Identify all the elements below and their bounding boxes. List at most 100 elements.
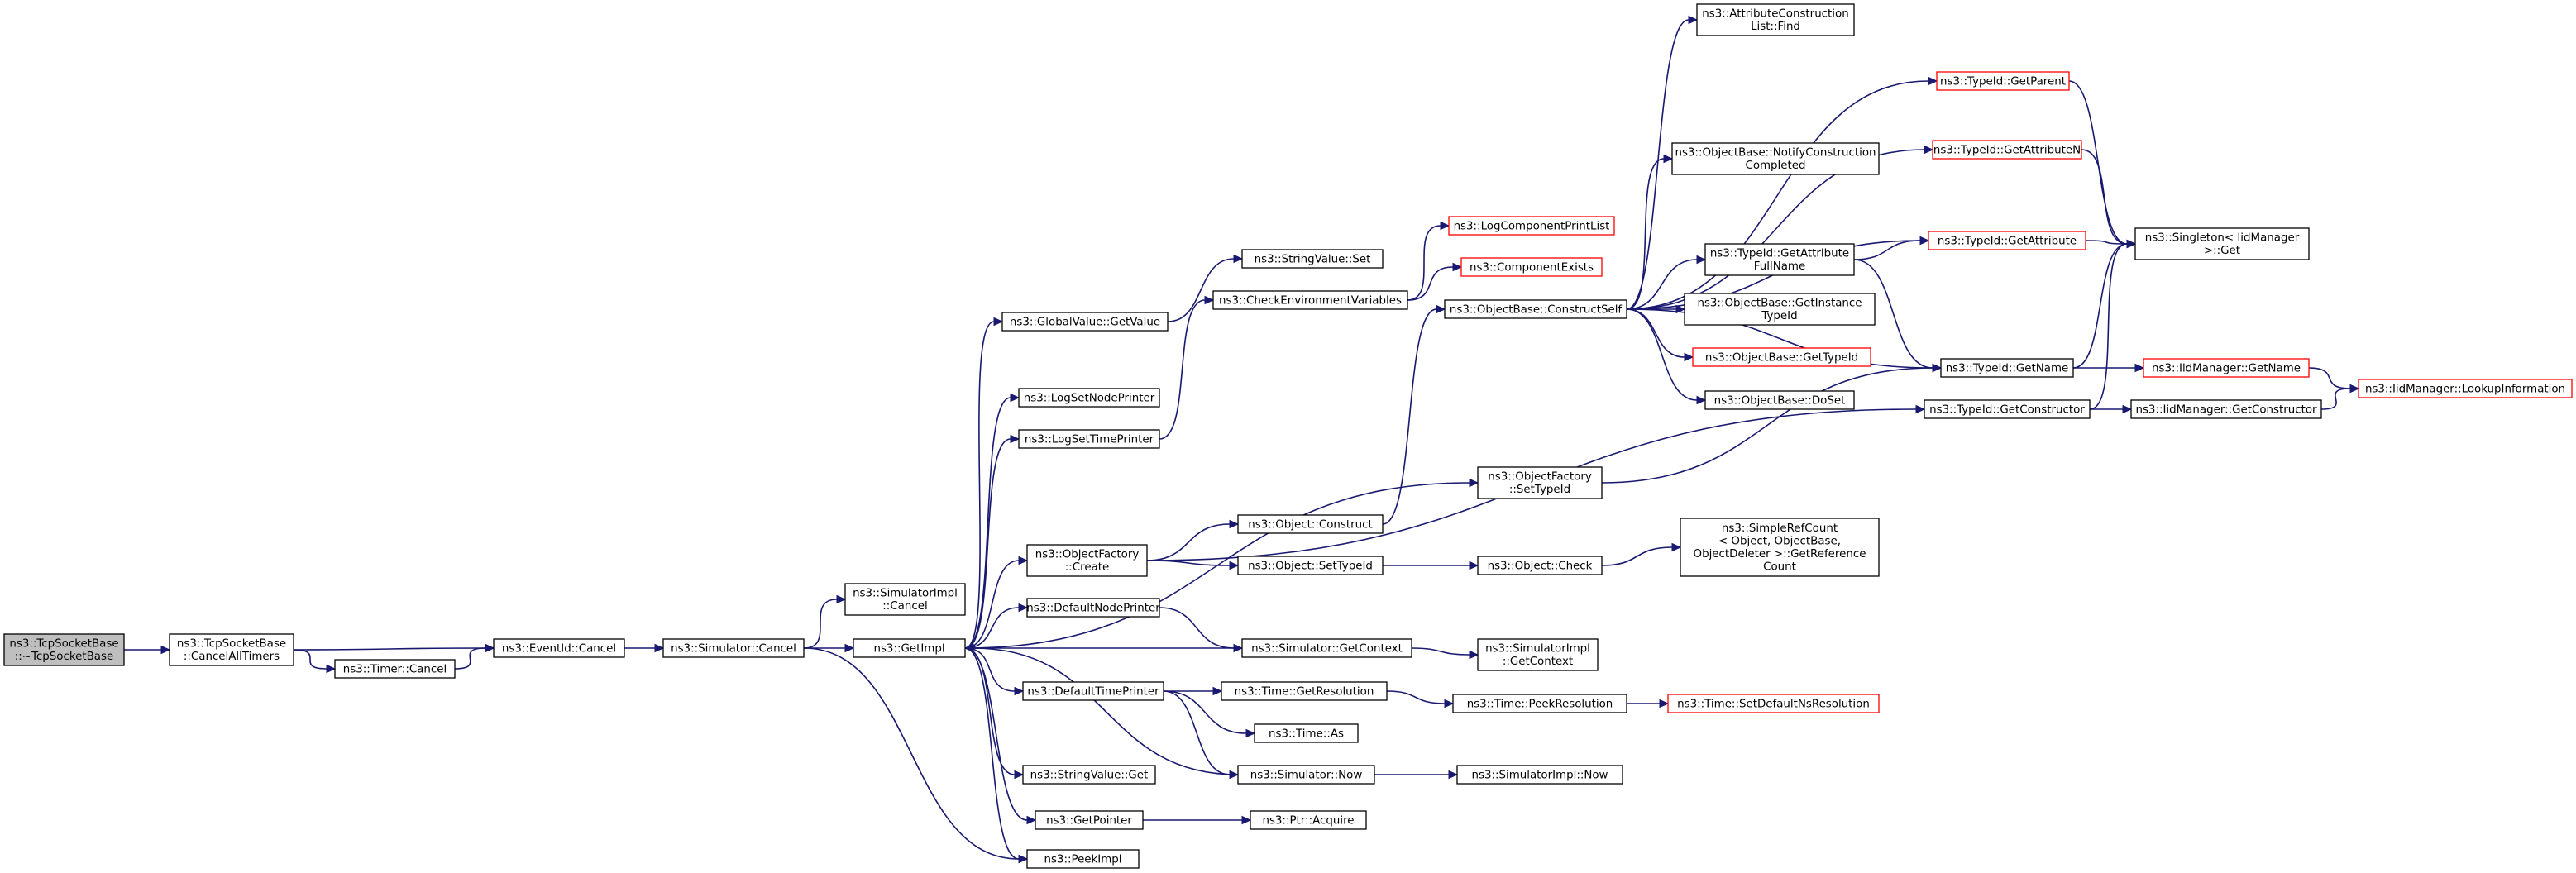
node-tid-getname[interactable]: ns3::TypeId::GetName: [1940, 358, 2074, 378]
node-box[interactable]: [1452, 694, 1627, 713]
node-ptr-acquire[interactable]: ns3::Ptr::Acquire: [1250, 810, 1367, 830]
node-box[interactable]: [1456, 765, 1623, 785]
node-box[interactable]: [1237, 556, 1384, 575]
node-sim-cancel[interactable]: ns3::Simulator::Cancel: [662, 638, 805, 658]
node-time-getres[interactable]: ns3::Time::GetResolution: [1221, 681, 1388, 701]
node-box[interactable]: [1684, 293, 1876, 326]
node-box[interactable]: [3, 633, 125, 666]
node-tid-getattr[interactable]: ns3::TypeId::GetAttribute: [1928, 231, 2086, 250]
node-box[interactable]: [853, 638, 966, 658]
node-tid-getattrn[interactable]: ns3::TypeId::GetAttributeN: [1932, 140, 2082, 160]
node-logtimeprinter[interactable]: ns3::LogSetTimePrinter: [1018, 429, 1160, 449]
node-strval-set[interactable]: ns3::StringValue::Set: [1241, 249, 1384, 269]
node-box[interactable]: [1022, 765, 1156, 785]
node-iid-lookup[interactable]: ns3::IidManager::LookupInformation: [2358, 379, 2573, 398]
node-compexists[interactable]: ns3::ComponentExists: [1460, 257, 1603, 277]
node-box[interactable]: [1026, 849, 1140, 869]
node-timer-cancel[interactable]: ns3::Timer::Cancel: [334, 659, 456, 679]
node-box[interactable]: [1237, 514, 1384, 534]
node-box[interactable]: [1696, 3, 1855, 36]
node-obj-construct[interactable]: ns3::Object::Construct: [1237, 514, 1384, 534]
node-box[interactable]: [2143, 358, 2310, 378]
node-box[interactable]: [844, 583, 966, 616]
node-box[interactable]: [1254, 723, 1359, 743]
node-cancel-all[interactable]: ns3::TcpSocketBase::CancelAllTimers: [169, 633, 294, 666]
node-box[interactable]: [1448, 216, 1615, 236]
node-sim-getcontext[interactable]: ns3::Simulator::GetContext: [1241, 638, 1412, 658]
node-lognodeprinter[interactable]: ns3::LogSetNodePrinter: [1018, 388, 1160, 408]
node-iid-getconstructor[interactable]: ns3::IidManager::GetConstructor: [2130, 399, 2322, 419]
node-box[interactable]: [662, 638, 805, 658]
node-time-as[interactable]: ns3::Time::As: [1254, 723, 1359, 743]
node-box[interactable]: [493, 638, 625, 658]
node-ob-notify[interactable]: ns3::ObjectBase::NotifyConstructionCompl…: [1671, 142, 1880, 175]
node-logcompprint[interactable]: ns3::LogComponentPrintList: [1448, 216, 1615, 236]
node-box[interactable]: [334, 659, 456, 679]
node-checkenv[interactable]: ns3::CheckEnvironmentVariables: [1212, 290, 1408, 310]
node-of-settypeid[interactable]: ns3::ObjectFactory::SetTypeId: [1477, 466, 1603, 499]
node-box[interactable]: [1477, 466, 1603, 499]
node-getimpl[interactable]: ns3::GetImpl: [853, 638, 966, 658]
node-box[interactable]: [1444, 299, 1627, 319]
node-sim-now[interactable]: ns3::Simulator::Now: [1237, 765, 1375, 785]
node-tid-getparent[interactable]: ns3::TypeId::GetParent: [1936, 71, 2070, 91]
node-box[interactable]: [1477, 556, 1603, 575]
node-iid-getname[interactable]: ns3::IidManager::GetName: [2143, 358, 2310, 378]
node-deftimeprinter[interactable]: ns3::DefaultTimePrinter: [1022, 681, 1164, 701]
node-box[interactable]: [1001, 312, 1169, 332]
node-box[interactable]: [1241, 638, 1412, 658]
node-eventid-cancel[interactable]: ns3::EventId::Cancel: [493, 638, 625, 658]
node-simplerefcount[interactable]: ns3::SimpleRefCount< Object, ObjectBase,…: [1680, 518, 1880, 577]
node-peekimpl[interactable]: ns3::PeekImpl: [1026, 849, 1140, 869]
node-box[interactable]: [2134, 227, 2310, 260]
node-box[interactable]: [1018, 388, 1160, 408]
node-box[interactable]: [1928, 231, 2086, 250]
node-box[interactable]: [1018, 429, 1160, 449]
node-of-create[interactable]: ns3::ObjectFactory::Create: [1026, 544, 1148, 577]
node-simimpl-getcontext[interactable]: ns3::SimulatorImpl::GetContext: [1477, 638, 1599, 671]
node-box[interactable]: [1237, 765, 1375, 785]
node-strval-get[interactable]: ns3::StringValue::Get: [1022, 765, 1156, 785]
node-box[interactable]: [1704, 243, 1855, 276]
node-defnodeprinter[interactable]: ns3::DefaultNodePrinter: [1026, 598, 1160, 618]
node-simimpl-now[interactable]: ns3::SimulatorImpl::Now: [1456, 765, 1623, 785]
node-tcp-dtor[interactable]: ns3::TcpSocketBase::~TcpSocketBase: [3, 633, 125, 666]
node-box[interactable]: [1022, 681, 1164, 701]
node-box[interactable]: [1667, 694, 1880, 713]
node-box[interactable]: [1680, 518, 1880, 577]
node-time-setdefault[interactable]: ns3::Time::SetDefaultNsResolution: [1667, 694, 1880, 713]
node-box[interactable]: [1460, 257, 1603, 277]
node-box[interactable]: [2358, 379, 2573, 398]
node-ob-constructself[interactable]: ns3::ObjectBase::ConstructSelf: [1444, 299, 1627, 319]
node-obj-check[interactable]: ns3::Object::Check: [1477, 556, 1603, 575]
node-box[interactable]: [1936, 71, 2070, 91]
node-time-peekres[interactable]: ns3::Time::PeekResolution: [1452, 694, 1627, 713]
node-box[interactable]: [1250, 810, 1367, 830]
node-simimpl-cancel[interactable]: ns3::SimulatorImpl::Cancel: [844, 583, 966, 616]
node-ob-doset[interactable]: ns3::ObjectBase::DoSet: [1704, 390, 1855, 410]
node-box[interactable]: [1940, 358, 2074, 378]
node-box[interactable]: [1035, 810, 1144, 830]
node-box[interactable]: [1026, 544, 1148, 577]
node-box[interactable]: [1221, 681, 1388, 701]
node-gv-getvalue[interactable]: ns3::GlobalValue::GetValue: [1001, 312, 1169, 332]
node-box[interactable]: [169, 633, 294, 666]
node-box[interactable]: [1924, 399, 2091, 419]
node-singleton-get[interactable]: ns3::Singleton< IidManager>::Get: [2134, 227, 2310, 260]
node-box[interactable]: [1692, 347, 1871, 367]
node-box[interactable]: [1241, 249, 1384, 269]
node-box[interactable]: [1932, 140, 2082, 160]
node-box[interactable]: [1671, 142, 1880, 175]
node-ob-gettypeid[interactable]: ns3::ObjectBase::GetTypeId: [1692, 347, 1871, 367]
node-obj-settypeid[interactable]: ns3::Object::SetTypeId: [1237, 556, 1384, 575]
node-box[interactable]: [1704, 390, 1855, 410]
node-getpointer[interactable]: ns3::GetPointer: [1035, 810, 1144, 830]
node-box[interactable]: [1477, 638, 1599, 671]
node-tid-getconstructor[interactable]: ns3::TypeId::GetConstructor: [1924, 399, 2091, 419]
node-box[interactable]: [1026, 598, 1160, 618]
node-box[interactable]: [1212, 290, 1408, 310]
node-box[interactable]: [2130, 399, 2322, 419]
